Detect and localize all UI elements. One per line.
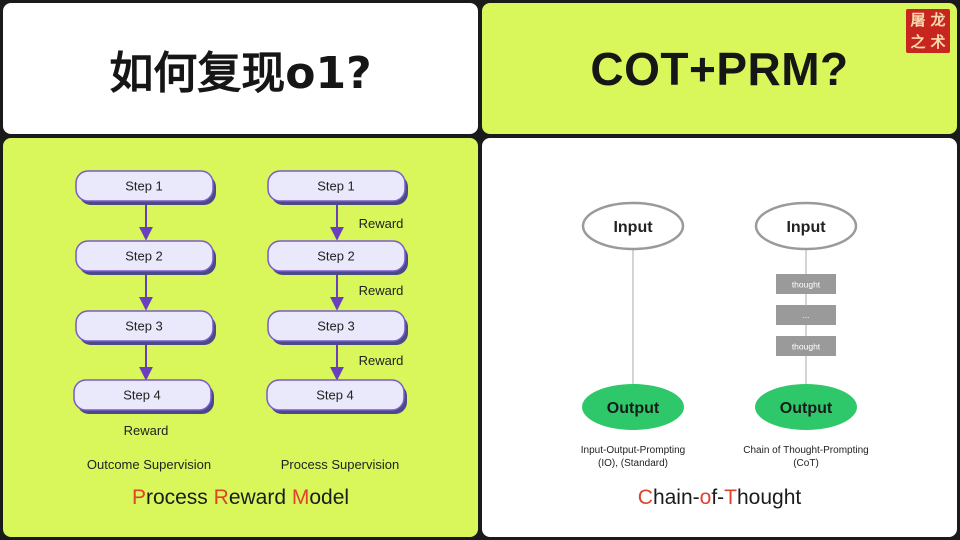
cot-label-line: (CoT) (793, 458, 819, 469)
cot-caption: Chain-of-Thought (482, 486, 957, 510)
caption-text: eward (228, 486, 292, 509)
caption-letter: M (291, 486, 310, 509)
caption-text: f- (711, 486, 725, 509)
caption-letter: o (699, 486, 712, 509)
caption-letter: C (637, 486, 653, 509)
step-label: Step 2 (317, 249, 355, 264)
step-label: Step 3 (125, 319, 163, 334)
step-label: Step 1 (125, 179, 163, 194)
prm-diagram: Step 1 Step 2 Step 3 Step 4 Reward Outco… (73, 170, 408, 472)
step-box: Step 3 (75, 310, 216, 345)
thought-label: ... (802, 310, 809, 320)
step-box: Step 2 (75, 240, 216, 275)
io-prompting-flow: Input Output Input-Output-Prompting (IO)… (581, 201, 686, 469)
step-box: Step 4 (266, 379, 407, 414)
thought-box: ... (776, 305, 836, 325)
step-label: Step 1 (317, 179, 355, 194)
output-label: Output (607, 400, 660, 417)
caption-letter: P (131, 486, 146, 509)
caption-text: rocess (145, 486, 214, 509)
seal-char: 术 (930, 33, 946, 51)
input-label: Input (613, 219, 653, 236)
thought-label: thought (792, 280, 821, 290)
io-label-line: (IO), (Standard) (598, 458, 668, 469)
cot-prompting-flow: Input thought ... thought Output Chain o… (743, 201, 869, 469)
prm-caption: Process Reward Model (3, 486, 478, 510)
cot-label-line: Chain of Thought-Prompting (743, 445, 868, 456)
thought-box: thought (776, 336, 836, 356)
step-label: Step 4 (316, 388, 354, 403)
io-label-line: Input-Output-Prompting (581, 445, 686, 456)
outcome-supervision-flow: Step 1 Step 2 Step 3 Step 4 Reward Outco… (73, 170, 216, 472)
step-box: Step 1 (267, 170, 408, 205)
step-label: Step 2 (125, 249, 163, 264)
cot-panel: Input Output Input-Output-Prompting (IO)… (482, 138, 957, 537)
input-node (581, 201, 685, 251)
process-supervision-flow: Step 1 Step 2 Step 3 Step 4 Reward Rewar… (266, 170, 408, 472)
subtitle-cot-prm: COT+PRM? (590, 42, 849, 95)
seal-char: 屠 (910, 11, 926, 29)
reward-label: Reward (359, 216, 404, 231)
seal-char: 之 (910, 33, 926, 51)
step-box: Step 1 (75, 170, 216, 205)
input-label: Input (786, 219, 826, 236)
step-box: Step 4 (73, 379, 214, 414)
seal-logo: 屠 龙 之 术 (906, 9, 950, 53)
title-panel-left: 如何复现o1? (3, 3, 478, 134)
cot-diagram: Input Output Input-Output-Prompting (IO)… (581, 201, 869, 469)
output-node (582, 384, 684, 430)
seal-char: 龙 (930, 11, 946, 29)
outcome-supervision-label: Outcome Supervision (87, 457, 211, 472)
step-label: Step 4 (123, 388, 161, 403)
thought-box: thought (776, 274, 836, 294)
caption-text: hought (736, 486, 802, 509)
reward-label: Reward (359, 283, 404, 298)
thought-label: thought (792, 342, 821, 352)
step-box: Step 3 (267, 310, 408, 345)
process-supervision-label: Process Supervision (281, 457, 400, 472)
caption-text: odel (309, 486, 350, 509)
output-node (755, 384, 857, 430)
caption-text: hain- (652, 486, 700, 509)
step-box: Step 2 (267, 240, 408, 275)
output-label: Output (780, 400, 833, 417)
step-label: Step 3 (317, 319, 355, 334)
caption-letter: T (724, 486, 737, 509)
reward-label: Reward (124, 423, 169, 438)
reward-label: Reward (359, 353, 404, 368)
title-panel-right: COT+PRM? 屠 龙 之 术 (482, 3, 957, 134)
input-node (754, 201, 858, 251)
caption-letter: R (213, 486, 229, 509)
prm-panel: Step 1 Step 2 Step 3 Step 4 Reward Outco… (3, 138, 478, 537)
main-title: 如何复现o1? (109, 47, 372, 99)
